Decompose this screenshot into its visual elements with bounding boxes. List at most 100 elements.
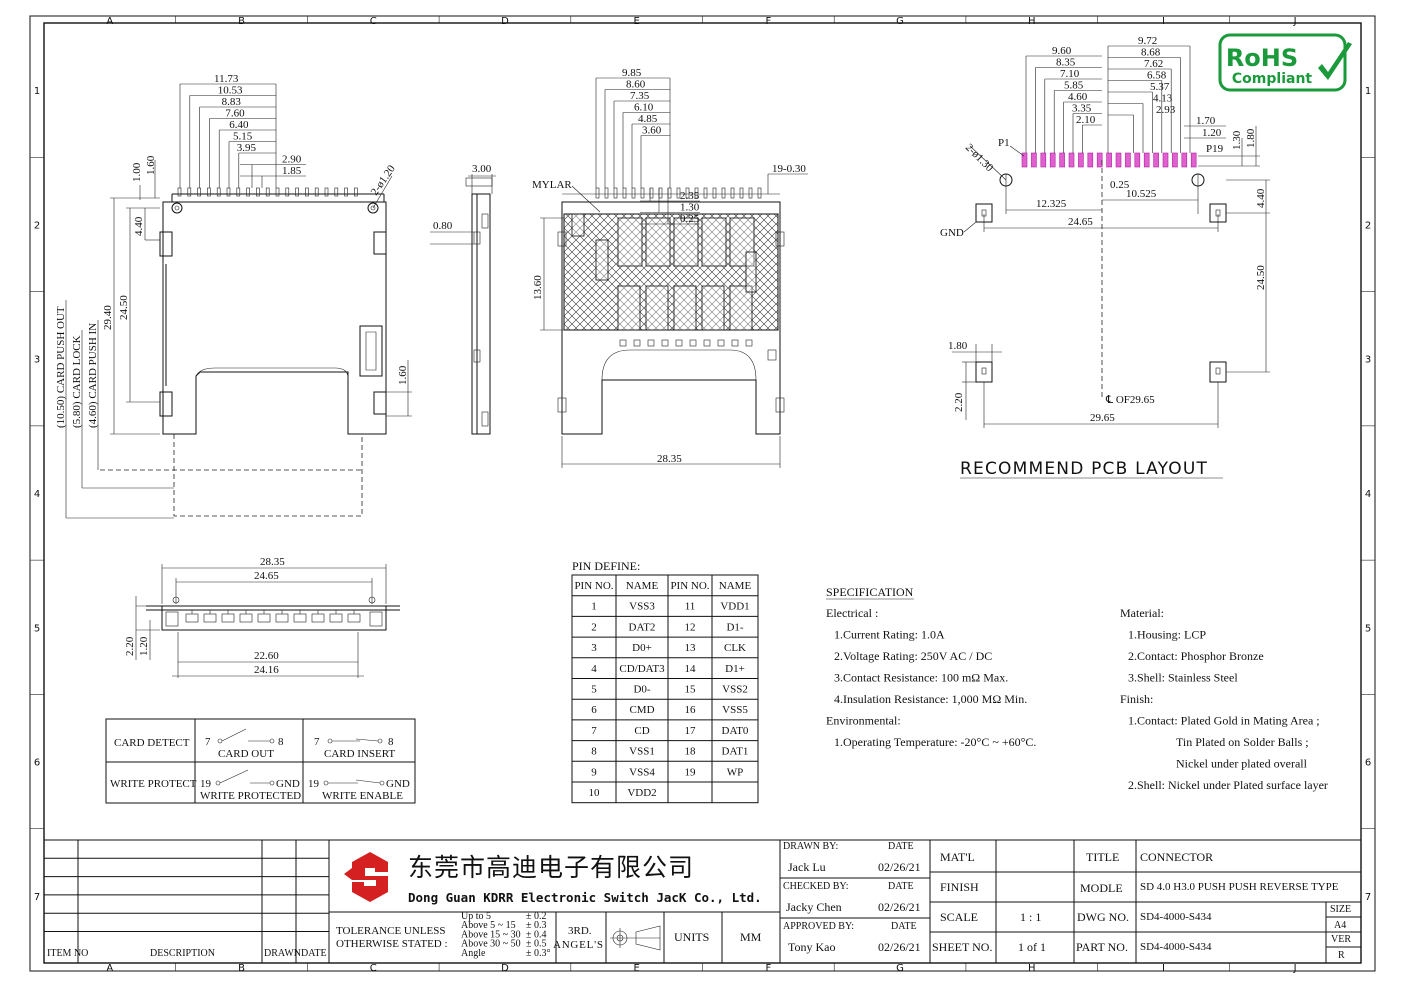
projection-symbol-icon [610, 925, 661, 951]
pin-lead [712, 187, 717, 199]
pcb-pad [1153, 152, 1159, 168]
top-dim-label: 5.15 [233, 131, 253, 143]
grid-col-label: D [501, 963, 509, 974]
pin-lead [334, 187, 339, 197]
top-dim-label: 3.95 [237, 142, 257, 154]
tolerance-range: Up to 5 [461, 911, 491, 922]
spec-line: Electrical : [826, 606, 878, 620]
contact-window [689, 339, 697, 347]
grid-row-label: 3 [34, 355, 40, 366]
grid-row-label: 1 [1365, 86, 1371, 97]
pin-lead [285, 187, 290, 197]
model-label: MODLE [1080, 881, 1123, 895]
pcb-pad [1190, 152, 1197, 168]
spec-line: Nickel under plated overall [1176, 757, 1308, 771]
grid-col-label: H [1028, 963, 1036, 974]
pcb-dim-2965: 29.65 [1090, 412, 1115, 424]
dwg-value: SD4-4000-S434 [1140, 911, 1212, 923]
grid-col-label: A [106, 16, 113, 27]
pin-table-cell: VDD1 [720, 601, 749, 613]
ver-value: R [1338, 950, 1345, 961]
pcb-pad [1172, 152, 1178, 168]
pin-table-cell: 2 [591, 621, 597, 633]
pcb-centerline: ℄ OF29.65 [1105, 394, 1155, 406]
pcb-pad [1078, 152, 1084, 168]
grid-col-label: E [633, 16, 639, 27]
pcb-pad [1134, 152, 1141, 168]
pin-table-cell: D0+ [632, 642, 652, 654]
front-dim-120: 1.20 [138, 636, 150, 656]
front-dim-2260: 22.60 [254, 650, 279, 662]
pcb-pad [1143, 152, 1150, 168]
pin-table-cell: DAT2 [629, 621, 656, 633]
pin-lead [703, 187, 708, 199]
bottom-dim-label: 2.35 [680, 190, 700, 202]
pin-table-cell: CD/DAT3 [619, 663, 665, 675]
pin-lead [658, 187, 663, 199]
dim-right-160: 1.60 [397, 365, 409, 385]
spec-line: 3.Contact Resistance: 100 mΩ Max. [834, 671, 1008, 685]
pin-table-cell: DAT0 [722, 725, 749, 737]
pin-lead [265, 187, 270, 197]
angle-label-2: ANGEL'S [553, 939, 603, 951]
date-label-2: DATE [888, 881, 914, 892]
grid-col-label: C [370, 963, 377, 974]
pin-table-cell: 10 [589, 787, 601, 799]
drawn-date: 02/26/21 [878, 860, 921, 874]
hole-callout: 2-ø1.20 [369, 163, 399, 198]
pin-lead [314, 187, 319, 197]
pcb-p19: P19 [1206, 143, 1224, 155]
approved-by: Tony Kao [788, 940, 835, 954]
pcb-dim-10525: 10.525 [1126, 188, 1157, 200]
pin-lead [613, 187, 618, 199]
pcb-dim-left: 3.35 [1072, 103, 1092, 115]
dwg-label: DWG NO. [1077, 910, 1129, 924]
pin-table-cell: VSS2 [722, 684, 748, 696]
grid-col-label: F [765, 16, 771, 27]
pcb-dim-left: 7.10 [1060, 68, 1080, 80]
pin-lead [197, 187, 201, 197]
spec-line: 1.Contact: Plated Gold in Mating Area ; [1128, 714, 1320, 728]
grid-col-label: B [238, 16, 245, 27]
checked-date: 02/26/21 [878, 900, 921, 914]
pin-table-header: PIN NO. [670, 580, 709, 592]
pin-table-cell: D1- [726, 621, 743, 633]
pin-table-cell: 16 [685, 704, 697, 716]
label-card-push-out: (10.50) CARD PUSH OUT [55, 306, 67, 428]
bottom-dim-19-030: 19-0.30 [772, 163, 806, 175]
dim-left-2450: 24.50 [118, 295, 130, 320]
pcb-dim-small: 1.20 [1202, 127, 1222, 139]
pin-table-cell: D1+ [725, 663, 745, 675]
contact-window [703, 339, 711, 347]
front-contact [293, 613, 307, 623]
bottom-dim-label: 3.60 [642, 125, 662, 137]
spec-line: Material: [1120, 606, 1164, 620]
bottom-dim-label: 4.85 [638, 113, 658, 125]
date-label-1: DATE [888, 841, 914, 852]
pin-lead [694, 187, 699, 199]
grid-row-label: 2 [1365, 220, 1371, 231]
sheet-value: 1 of 1 [1018, 940, 1046, 954]
grid-col-label: B [238, 963, 245, 974]
pin-define-title: PIN DEFINE: [572, 559, 640, 573]
spec-line: 2.Voltage Rating: 250V AC / DC [834, 649, 992, 663]
pin-lead [757, 187, 762, 199]
front-dim-2465: 24.65 [254, 570, 279, 582]
pcb-gnd: GND [940, 227, 964, 239]
drawn-by: Jack Lu [788, 860, 826, 874]
contact-pad [617, 285, 641, 331]
pin-table-cell: 3 [591, 642, 597, 654]
checked-by: Jacky Chen [786, 900, 842, 914]
side-view: 3.00 0.80 [430, 163, 496, 435]
pin-lead [676, 187, 681, 199]
pin-table-cell: 17 [685, 725, 697, 737]
pcb-dim-left: 8.35 [1056, 57, 1076, 69]
switch-table: CARD DETECT WRITE PROTECT 7 8 CARD OUT 7… [105, 718, 416, 804]
contact-pad [673, 285, 697, 331]
size-value: A4 [1334, 920, 1346, 931]
pcb-dim-right: 5.37 [1150, 81, 1170, 93]
switch-card-detect: CARD DETECT [114, 737, 190, 749]
company-logo-icon [344, 852, 388, 902]
